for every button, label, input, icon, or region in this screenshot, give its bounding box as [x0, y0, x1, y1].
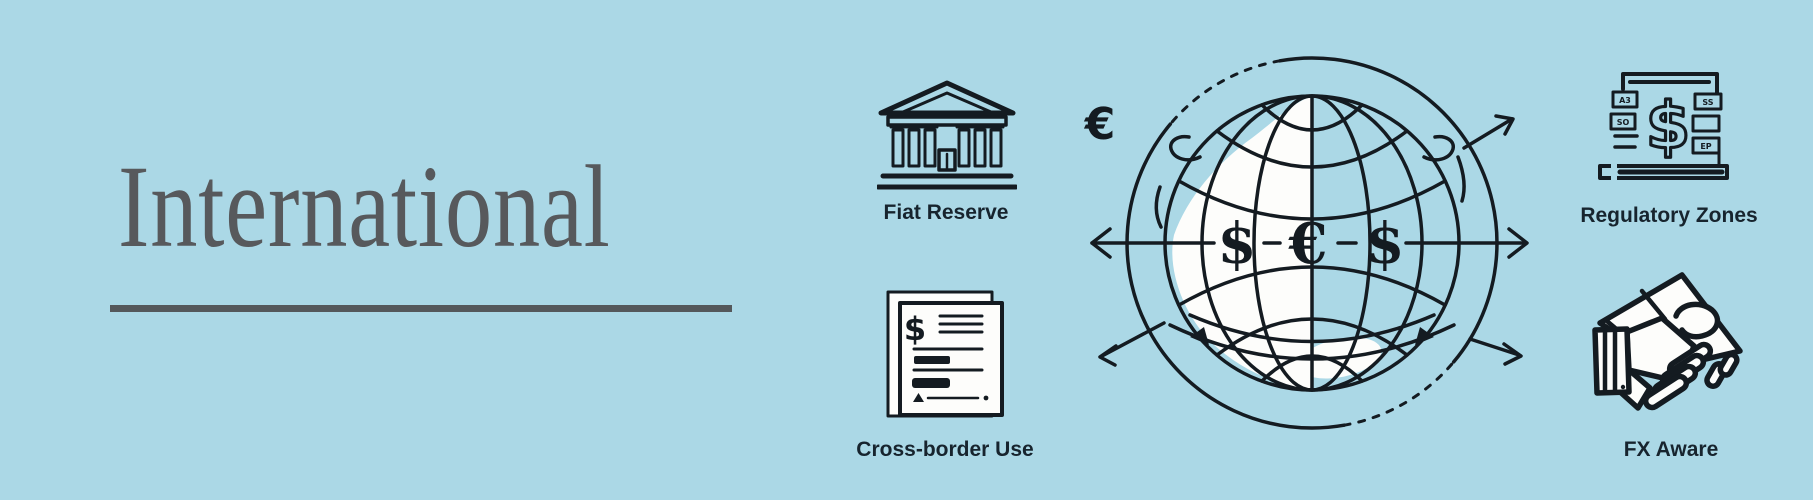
feature-label-fx-aware: FX Aware — [1623, 438, 1719, 461]
regulatory-ledger-icon: $ A3 SO SS EP — [1598, 72, 1729, 181]
regulatory-tag-1: A3 — [1619, 96, 1631, 105]
bank-icon — [877, 80, 1017, 190]
arrow-up-right-icon — [1462, 114, 1515, 150]
feature-label-fiat-reserve: Fiat Reserve — [883, 201, 1009, 224]
feature-label-regulatory-zones: Regulatory Zones — [1580, 204, 1758, 227]
equator-currency-right: $ — [1366, 211, 1405, 277]
regulatory-tag-3: SS — [1702, 98, 1713, 107]
arrow-left-icon — [1090, 227, 1112, 259]
globe-illustration: $ € $ € — [1077, 13, 1547, 478]
equator-currency-left: $ — [1218, 211, 1257, 277]
handshake-icon — [1592, 272, 1743, 411]
feature-label-cross-border-use: Cross-border Use — [856, 438, 1034, 461]
arrow-down-right-icon — [1468, 337, 1523, 366]
floating-euro-symbol: € — [1084, 99, 1116, 150]
document-currency-symbol: $ — [904, 310, 926, 348]
title-underline — [110, 305, 732, 312]
page-title: International — [118, 141, 611, 272]
document-icon: $ — [886, 290, 1004, 418]
regulatory-tag-4: EP — [1700, 142, 1711, 151]
equator-currency-center: € — [1288, 211, 1328, 277]
arrow-right-icon — [1507, 227, 1529, 259]
regulatory-currency-symbol: $ — [1646, 90, 1691, 164]
regulatory-tag-2: SO — [1617, 118, 1630, 127]
arrow-down-left-icon — [1098, 321, 1166, 367]
